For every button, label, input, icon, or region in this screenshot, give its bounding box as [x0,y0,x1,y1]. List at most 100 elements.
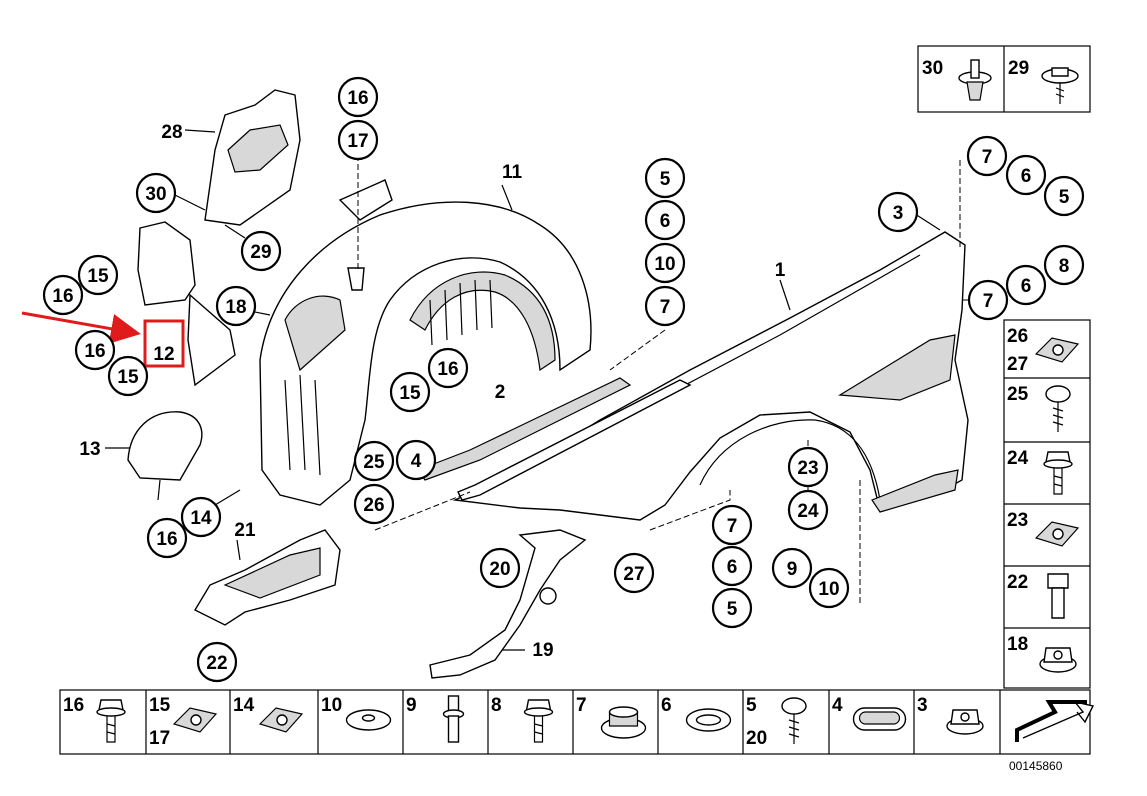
svg-text:3: 3 [893,203,904,224]
hex-nut-icon [1039,647,1077,673]
svg-text:24: 24 [797,501,819,522]
hardware-cell-16: 16 [63,695,126,743]
svg-text:15: 15 [117,367,139,388]
svg-text:20: 20 [746,728,767,749]
svg-text:27: 27 [1007,354,1028,375]
svg-text:9: 9 [787,559,798,580]
hardware-cell-23: 23 [1007,510,1080,547]
spring-nut-icon [1034,337,1080,363]
svg-text:8: 8 [1059,256,1070,277]
svg-text:26: 26 [363,495,384,516]
label-21: 21 [234,520,256,541]
label-28: 28 [161,122,182,143]
callout-20: 20 [479,547,521,589]
callout-4: 4 [395,439,437,481]
highlight-box [143,319,185,368]
oval-plug-icon [852,707,907,731]
panel-12-part [137,221,236,387]
svg-text:8: 8 [491,695,502,716]
cover-13-part [127,411,203,501]
hardware-cell-24: 24 [1007,448,1073,495]
svg-text:6: 6 [727,557,738,578]
svg-text:18: 18 [225,297,246,318]
svg-text:16: 16 [52,286,73,307]
diagram-code: 00145860 [1009,759,1063,773]
svg-text:6: 6 [1021,276,1032,297]
callout-6: 6 [1005,264,1047,306]
hardware-cell-3: 3 [917,695,984,735]
svg-text:17: 17 [347,131,368,152]
arrow-icon [1015,700,1095,742]
callout-27: 27 [613,552,655,594]
callout-23: 23 [787,446,829,488]
svg-text:14: 14 [233,695,255,716]
svg-text:17: 17 [149,728,170,749]
hardware-cell-18: 18 [1007,634,1077,673]
hardware-cell-9: 9 [406,695,465,743]
svg-text:29: 29 [1008,58,1029,79]
label-11: 11 [502,162,523,183]
hardware-cell-29: 29 [1008,58,1079,104]
svg-text:7: 7 [727,516,738,537]
hex-bolt-icon [1047,573,1069,619]
seal-ring-icon [685,708,732,732]
clip-nut-icon [1034,521,1080,547]
callout-3: 3 [877,191,919,233]
label-19: 19 [532,640,553,661]
washer-icon [345,709,392,731]
bracket-21-part [194,529,341,626]
svg-text:6: 6 [1021,166,1032,187]
svg-text:5: 5 [1059,187,1070,208]
callout-24: 24 [787,489,829,531]
callout-10: 10 [808,567,850,609]
svg-text:25: 25 [1007,384,1029,405]
svg-text:7: 7 [576,695,587,716]
svg-text:16: 16 [84,341,105,362]
callout-5: 5 [711,587,753,629]
svg-text:16: 16 [437,359,458,380]
hex-flange-screw-icon [96,699,126,743]
svg-text:15: 15 [149,695,171,716]
callout-17: 17 [337,119,379,161]
callout-26: 26 [353,483,395,525]
callout-15: 15 [107,355,149,397]
svg-text:7: 7 [982,147,993,168]
hardware-cell-7: 7 [576,695,647,739]
svg-text:7: 7 [983,291,994,312]
callout-8: 8 [1043,244,1085,286]
callout-25: 25 [353,440,395,482]
callout-18: 18 [215,285,257,327]
hardware-cell-22: 22 [1007,572,1069,619]
hardware-cell-6: 6 [661,695,732,732]
expanding-rivet-icon [958,59,992,101]
callout-6: 6 [1005,154,1047,196]
callout-10: 10 [644,242,686,284]
svg-text:22: 22 [1007,572,1028,593]
label-2: 2 [495,382,506,403]
svg-text:14: 14 [190,508,212,529]
svg-text:9: 9 [406,695,417,716]
hardware-cell-arrow [1015,700,1095,742]
svg-text:3: 3 [917,695,928,716]
svg-text:10: 10 [321,695,342,716]
wheel-arch-liner-part [259,179,592,506]
svg-text:6: 6 [660,211,671,232]
svg-text:10: 10 [818,579,839,600]
stud-bolt-icon [442,695,465,743]
svg-text:23: 23 [1007,510,1028,531]
svg-text:16: 16 [156,529,177,550]
label-1: 1 [775,260,786,281]
hex-nut-flange-icon [946,709,984,735]
torx-screw-icon [781,697,807,744]
svg-text:23: 23 [797,458,818,479]
svg-text:10: 10 [654,254,675,275]
highlight-arrow [21,311,141,344]
callout-16: 16 [337,76,379,118]
trim-strip-part [417,377,692,501]
label-13: 13 [79,439,100,460]
svg-text:7: 7 [660,297,671,318]
